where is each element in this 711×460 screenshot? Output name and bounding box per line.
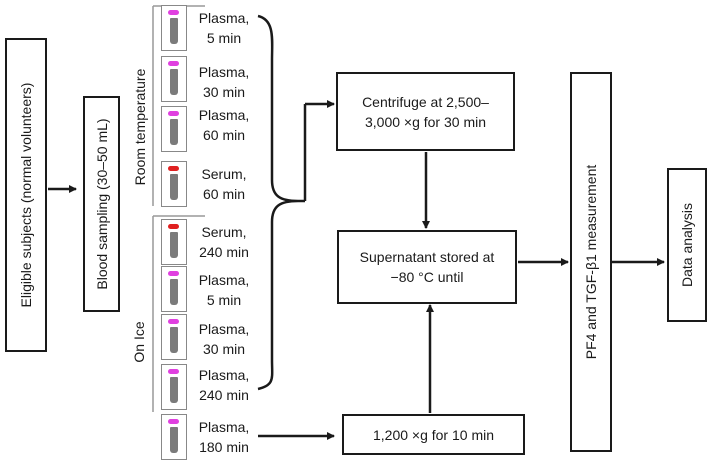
subjects-label: Eligible subjects (normal volunteers) xyxy=(18,82,34,308)
tube-cap xyxy=(168,111,179,116)
measurement-box: PF4 and TGF-β1 measurement xyxy=(570,72,612,452)
spin-1200-box: 1,200 ×g for 10 min xyxy=(342,414,525,455)
tube-cap xyxy=(168,419,179,424)
tube-icon xyxy=(161,161,187,207)
tube-label: Serum, 240 min xyxy=(199,224,249,260)
sampling-label: Blood sampling (30–50 mL) xyxy=(93,118,110,290)
tube-cap xyxy=(168,166,179,171)
tube-cap xyxy=(168,10,179,15)
tube-icon xyxy=(161,314,187,360)
tube-icon xyxy=(161,219,187,265)
tube-label: Plasma, 30 min xyxy=(198,321,250,357)
centrifuge-label: Centrifuge at 2,500– 3,000 ×g for 30 min xyxy=(362,93,489,130)
tube-label: Plasma, 30 min xyxy=(198,64,250,100)
tube-cap xyxy=(168,61,179,66)
spin-1200-label: 1,200 ×g for 10 min xyxy=(372,426,495,443)
tube-body xyxy=(170,279,178,305)
tube-body xyxy=(170,377,178,403)
tube-cap xyxy=(168,319,179,324)
tube-body xyxy=(170,119,178,145)
tube-group-brace xyxy=(257,14,299,391)
tube-icon xyxy=(161,5,187,51)
group-label-room-temperature: Room temperature xyxy=(132,68,148,186)
tube-label: Plasma, 5 min xyxy=(198,10,250,46)
tube-icon xyxy=(161,106,187,152)
tube-cap xyxy=(168,271,179,276)
tube-label: Plasma, 180 min xyxy=(198,419,250,455)
group-label-on-ice: On Ice xyxy=(131,321,147,363)
tube-label: Plasma, 240 min xyxy=(198,367,250,403)
tube-cap xyxy=(168,369,179,374)
tube-body xyxy=(170,174,178,200)
tube-label: Plasma, 60 min xyxy=(198,107,250,143)
tube-icon xyxy=(161,266,187,312)
sampling-box: Blood sampling (30–50 mL) xyxy=(83,96,120,312)
tube-label: Plasma, 5 min xyxy=(198,272,250,308)
supernatant-box: Supernatant stored at −80 °C until xyxy=(337,230,517,304)
tube-body xyxy=(170,427,178,453)
tube-icon xyxy=(161,364,187,410)
supernatant-label: Supernatant stored at −80 °C until xyxy=(359,249,495,285)
tube-body xyxy=(170,232,178,258)
tube-label: Serum, 60 min xyxy=(201,166,247,202)
analysis-label: Data analysis xyxy=(679,202,695,288)
centrifuge-box: Centrifuge at 2,500– 3,000 ×g for 30 min xyxy=(336,72,515,151)
tube-icon xyxy=(161,414,187,460)
tube-cap xyxy=(168,224,179,229)
tube-body xyxy=(170,327,178,353)
tube-body xyxy=(170,18,178,44)
tube-body xyxy=(170,69,178,95)
measurement-label: PF4 and TGF-β1 measurement xyxy=(583,164,599,360)
tube-icon xyxy=(161,56,187,102)
subjects-box: Eligible subjects (normal volunteers) xyxy=(5,38,47,352)
analysis-box: Data analysis xyxy=(667,168,707,322)
